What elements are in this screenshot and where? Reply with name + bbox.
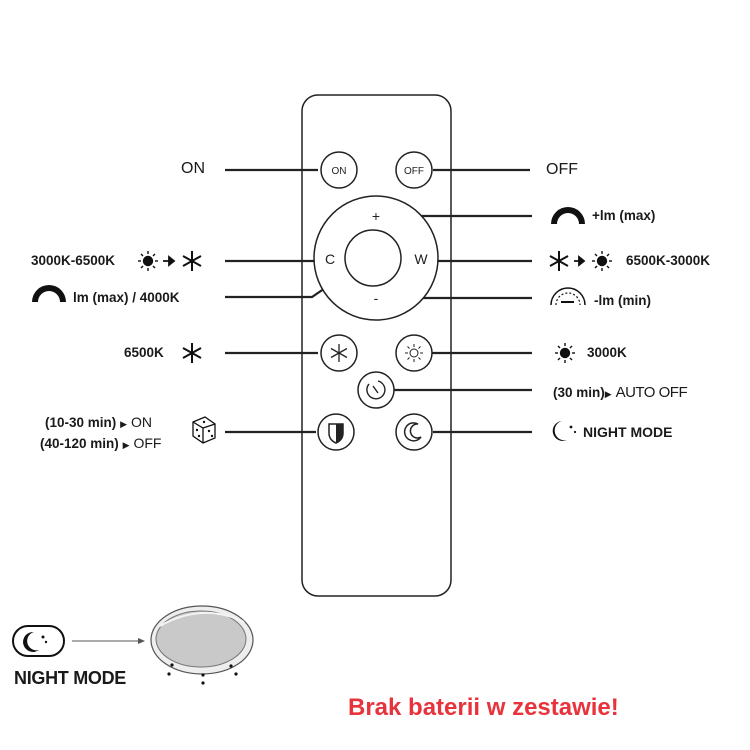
night-mode-caption: NIGHT MODE xyxy=(14,668,126,688)
label-timer-off-range: (40-120 min) xyxy=(40,436,119,451)
label-cold: 6500K xyxy=(124,345,164,360)
lamp-glow-dots xyxy=(167,663,238,685)
label-timer-off-value: OFF xyxy=(133,435,162,451)
sun-icon-warm xyxy=(555,343,575,363)
on-button-text: ON xyxy=(332,166,347,177)
shield-half xyxy=(336,424,343,443)
ring-plus: + xyxy=(372,208,380,224)
off-button-text: OFF xyxy=(404,166,424,177)
brightness-max-icon xyxy=(32,285,66,302)
label-cct-toggle: 3000K-6500K xyxy=(31,253,116,268)
label-off: OFF xyxy=(546,161,578,178)
moon-button[interactable] xyxy=(395,413,433,451)
label-auto-off: (30 min)▶ AUTO OFF xyxy=(553,384,688,402)
night-mode-pill-icon xyxy=(23,631,48,652)
pill-arrow-head xyxy=(138,638,145,644)
brightness-down-icon xyxy=(550,287,586,306)
label-auto-off-time: (30 min) xyxy=(553,385,605,400)
ring-c: C xyxy=(325,251,335,267)
label-timer-on: (10-30 min) ▶ ON xyxy=(45,414,152,432)
moon-icon xyxy=(403,422,422,442)
arrow-icon-right xyxy=(574,255,586,267)
center-button[interactable] xyxy=(344,229,402,287)
arrow-icon: ▶ xyxy=(120,419,128,429)
label-timer-on-range: (10-30 min) xyxy=(45,415,117,430)
label-brightness-up: +lm (max) xyxy=(592,208,656,223)
on-button[interactable] xyxy=(320,151,358,189)
snowflake-icon-cold xyxy=(182,343,202,363)
brightness-up-icon xyxy=(551,207,585,224)
label-cct-toggle-rev: 6500K-3000K xyxy=(626,253,711,268)
lamp-inner xyxy=(155,610,247,668)
plus-mark xyxy=(563,216,573,226)
night-mode-pill xyxy=(12,625,65,657)
warm-button[interactable] xyxy=(395,334,433,372)
timer-icon xyxy=(366,380,386,400)
night-mode-icon-right xyxy=(552,421,577,441)
arrow-icon: ▶ xyxy=(122,440,130,450)
arrow-icon-left xyxy=(163,255,176,267)
label-on: ON xyxy=(181,160,205,177)
label-auto-off-text: AUTO OFF xyxy=(615,384,688,401)
snowflake-icon-right xyxy=(549,251,569,271)
sun-icon-left xyxy=(138,251,158,271)
label-brightness-down: -lm (min) xyxy=(594,293,651,308)
snowflake-icon-left xyxy=(182,251,202,271)
ring-minus: - xyxy=(374,290,379,306)
label-timer-on-value: ON xyxy=(130,414,152,430)
sun-icon-right xyxy=(592,251,612,271)
snowflake-icon xyxy=(330,344,348,362)
off-button[interactable] xyxy=(395,151,433,189)
dice-dots xyxy=(195,420,214,438)
battery-warning: Brak baterii w zestawie! xyxy=(348,694,619,721)
label-max-4000: lm (max) / 4000K xyxy=(73,290,180,305)
sun-icon xyxy=(405,344,423,362)
arrow-icon: ▶ xyxy=(604,389,612,399)
ring-w: W xyxy=(414,251,428,267)
label-timer-off: (40-120 min) ▶ OFF xyxy=(40,435,161,453)
label-night-mode: NIGHT MODE xyxy=(583,424,673,440)
label-warm: 3000K xyxy=(587,345,627,360)
